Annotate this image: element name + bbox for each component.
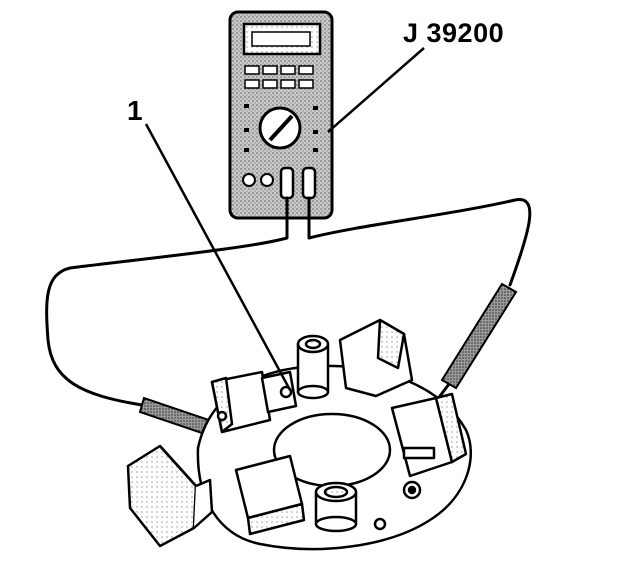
bottom-terminal <box>314 481 358 533</box>
brush-holder-assembly <box>126 318 473 551</box>
tool-leader-line <box>327 47 425 133</box>
multimeter <box>228 10 334 220</box>
callout-1-leader-line <box>144 123 292 391</box>
right-probe <box>426 282 518 413</box>
terminal-block <box>126 444 214 548</box>
test-leads <box>45 196 532 407</box>
tool-number-label: J 39200 <box>403 18 505 48</box>
top-terminal <box>296 334 330 400</box>
input-jacks <box>242 173 274 187</box>
callout-1-label: 1 <box>127 95 143 126</box>
leader-lines <box>144 47 425 391</box>
meter-buttons <box>244 65 314 89</box>
